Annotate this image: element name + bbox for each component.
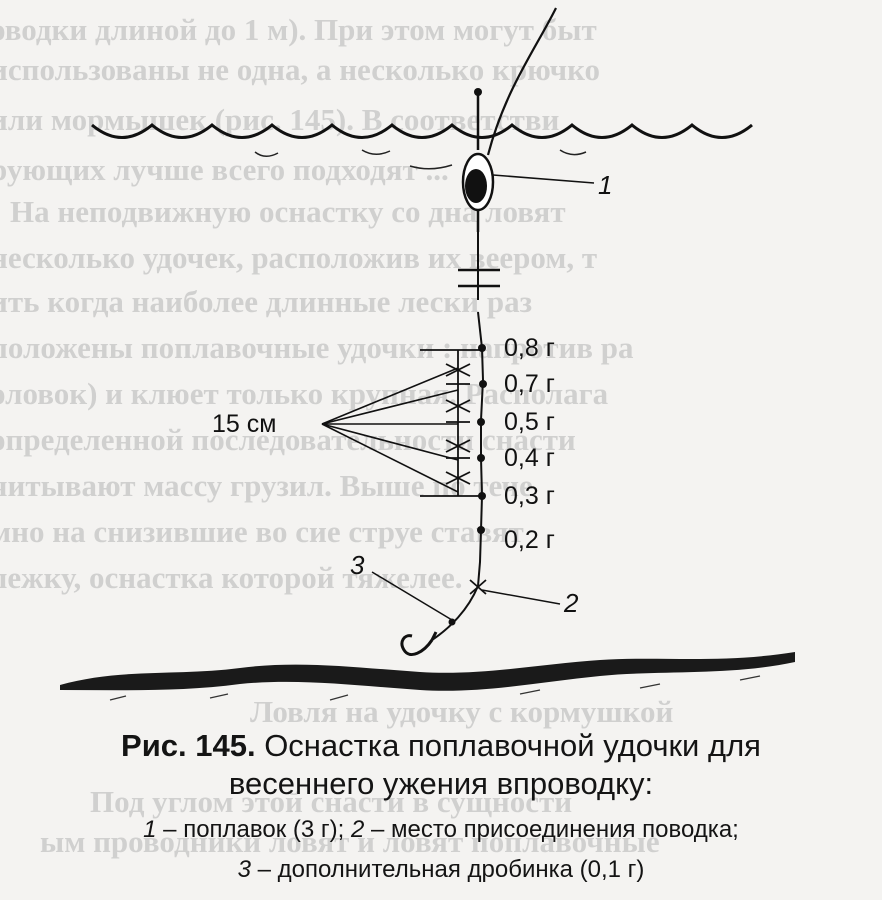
bleed-line: Под углом этой снасти в сущности — [90, 784, 572, 819]
leader-3 — [371, 571, 453, 621]
legend-text-1: – поплавок (3 г); — [156, 816, 351, 843]
legend-num-2: 2 — [350, 816, 365, 843]
river-bottom — [60, 652, 795, 691]
water-ripples — [254, 149, 587, 170]
legend-text-2: – место присоединения поводка; — [364, 816, 739, 843]
bleed-line: ым проводники ловят и ловят поплавочные — [40, 824, 660, 859]
figure-caption-title: Рис. 145. Оснастка поплавочной удочки дл… — [0, 728, 882, 764]
fishing-rig-diagram: 1 0,8 г 0,7 г 0,5 г 0,4 г 0,3 г — [60, 7, 795, 701]
extra-shot — [448, 618, 456, 626]
bleed-line: определенной последовательности снасти — [0, 422, 576, 457]
bleed-line: Ловля на удочку с кормушкой — [250, 694, 673, 729]
figure-legend-line2: 3 – дополнительная дробинка (0,1 г) — [0, 855, 882, 885]
hook — [400, 631, 438, 656]
legend-num-3: 3 — [237, 856, 251, 883]
bleed-line: мно на снизившие во сие струе ставят — [0, 514, 524, 549]
figure-legend-line1: 1 – поплавок (3 г); 2 – место присоедине… — [0, 815, 882, 845]
water-surface — [91, 123, 753, 139]
bleed-line: положены поплавочные удочки : напротив р… — [0, 330, 634, 365]
swivel — [458, 268, 500, 288]
figure-caption-title-cont: весеннего ужения впроводку: — [0, 766, 882, 802]
fishing-line-from-rod — [486, 7, 557, 156]
leader-1 — [492, 174, 595, 184]
label-extra-shot-number: 3 — [350, 550, 365, 580]
label-spacing: 15 см — [212, 410, 276, 438]
legend-num-1: 1 — [143, 816, 157, 843]
bleed-line: лежку, оснастка которой тяжелее. — [0, 560, 463, 595]
shot-label-0-8: 0,8 г — [504, 334, 555, 362]
bleed-line: оловок) и клюет только крупная. Располаг… — [0, 376, 609, 411]
bleed-line: использованы не одна, а несколько крючко — [0, 52, 600, 87]
shot-label-0-5: 0,5 г — [504, 408, 555, 436]
shot-weight-labels: 0,8 г 0,7 г 0,5 г 0,4 г 0,3 г 0,2 г — [504, 334, 555, 554]
figure-label: Рис. 145. — [121, 728, 256, 763]
legend-text-3: – дополнительная дробинка (0,1 г) — [250, 856, 645, 883]
spacing-leader-fan — [321, 367, 459, 493]
leader-2 — [481, 589, 561, 605]
figure-title-line2: весеннего ужения впроводку: — [228, 766, 654, 801]
spacing-marks — [420, 349, 482, 497]
shot-label-0-2: 0,2 г — [504, 526, 555, 554]
leash-attach-point — [469, 579, 487, 595]
float — [461, 88, 495, 232]
label-leash-point-number: 2 — [563, 588, 579, 618]
bleed-line: рующих лучше всего подходят ... — [0, 152, 449, 187]
figure-title-line1: Оснастка поплавочной удочки для — [255, 728, 761, 763]
bottom-texture — [109, 675, 761, 701]
leash-line — [431, 311, 485, 641]
label-float-number: 1 — [598, 170, 612, 200]
bleed-line: оводки длиной до 1 м). При этом могут бы… — [0, 12, 597, 47]
shot-label-0-3: 0,3 г — [504, 482, 555, 510]
shot-label-0-4: 0,4 г — [504, 444, 555, 472]
bleed-line: ить когда наиболее длинные лески раз — [0, 284, 532, 319]
shot-label-0-7: 0,7 г — [504, 370, 555, 398]
